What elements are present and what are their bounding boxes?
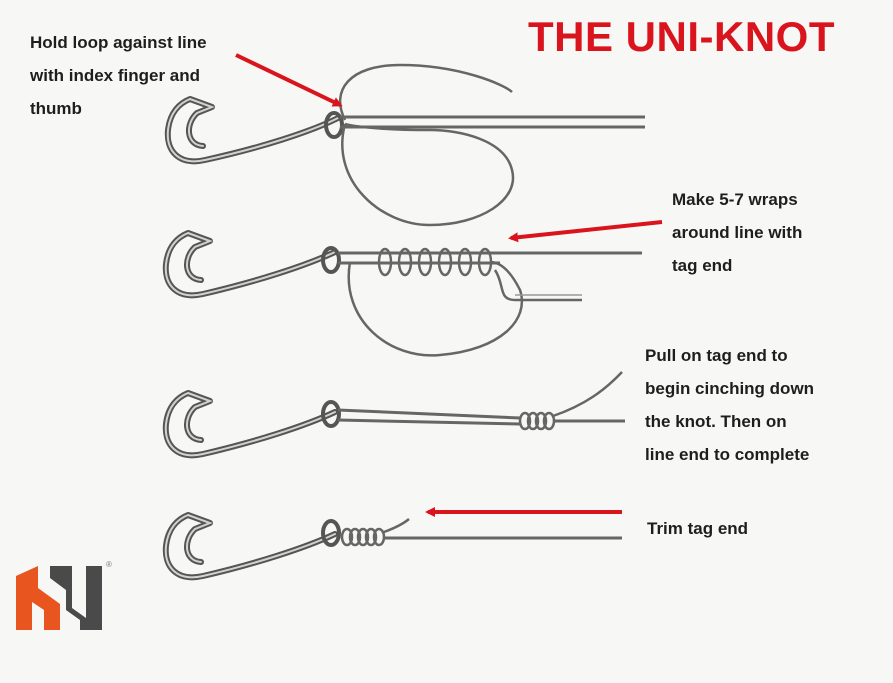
hook-eye-1 — [324, 111, 344, 139]
step4-illustration — [162, 507, 622, 581]
brand-logo — [16, 566, 102, 630]
logo-orange-shape — [16, 566, 60, 630]
step2-caption: Make 5-7 wraps around line with tag end — [672, 183, 802, 282]
caption-line: tag end — [672, 256, 733, 275]
hook-2 — [162, 230, 338, 299]
hook-eye-4 — [321, 519, 341, 547]
caption-line: thumb — [30, 99, 82, 118]
hook-eye-3 — [321, 400, 341, 428]
knot-3 — [518, 411, 556, 431]
step2-illustration — [162, 220, 663, 357]
caption-line: Trim tag end — [647, 519, 749, 538]
arrow-1 — [235, 53, 343, 107]
step1-caption: Hold loop against line with index finger… — [30, 26, 207, 125]
caption-line: begin cinching down — [645, 379, 815, 398]
caption-line: Make 5-7 wraps — [672, 190, 798, 209]
caption-line: with index finger and — [30, 66, 201, 85]
caption-line: Pull on tag end to — [645, 346, 788, 365]
caption-line: Hold loop against line — [30, 33, 207, 52]
arrow-2 — [508, 220, 663, 243]
tag-end-3 — [552, 371, 623, 418]
caption-line: around line with — [672, 223, 803, 242]
wraps-2 — [377, 247, 493, 277]
hook-4 — [162, 512, 338, 581]
loop-2 — [347, 260, 523, 357]
logo-gray-shape — [50, 566, 102, 630]
tag-end-2 — [493, 269, 582, 302]
step3-caption: Pull on tag end to begin cinching down t… — [645, 339, 814, 471]
hook-3 — [162, 390, 338, 459]
step1-illustration — [164, 53, 645, 227]
hook-eye-2 — [321, 246, 341, 274]
step4-caption: Trim tag end — [647, 512, 748, 545]
caption-line: the knot. Then on — [645, 412, 787, 431]
page-title: THE UNI-KNOT — [528, 13, 835, 60]
tag-stub-4 — [383, 518, 410, 534]
step3-illustration — [162, 371, 625, 459]
caption-line: line end to complete — [645, 445, 810, 464]
knot-4 — [340, 527, 386, 547]
registered-mark: ® — [106, 560, 112, 569]
loop-1 — [341, 122, 515, 227]
tag-end-1 — [339, 63, 513, 121]
